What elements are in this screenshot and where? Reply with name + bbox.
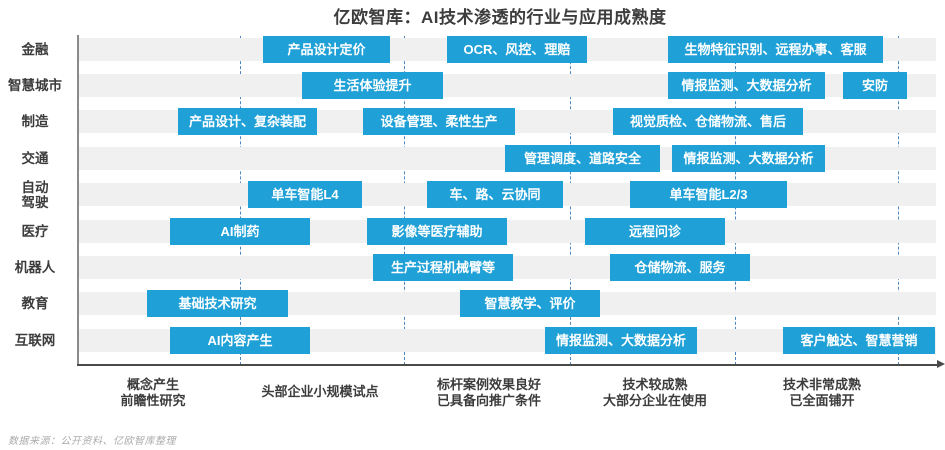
maturity-span-box: 影像等医疗辅助: [367, 217, 507, 245]
maturity-span-box: 车、路、云协同: [427, 181, 563, 209]
maturity-span-box: 设备管理、柔性生产: [363, 108, 515, 136]
x-axis-arrow-icon: [937, 359, 945, 368]
x-axis-stage-label: 概念产生 前瞻性研究: [120, 377, 186, 408]
row-label: 制造: [21, 114, 49, 130]
row-label: 自动 驾驶: [21, 179, 49, 210]
maturity-span-box: 管理调度、道路安全: [505, 144, 660, 172]
x-axis-stage-label: 头部企业小规模试点: [261, 384, 379, 399]
maturity-span-box: OCR、风控、理赔: [447, 35, 587, 63]
x-axis-stage-label: 技术非常成熟 已全面铺开: [782, 377, 861, 408]
row-label: 金融: [21, 41, 49, 57]
maturity-span-box: 生物特征识别、远程办事、客服: [668, 35, 883, 63]
maturity-span-box: 产品设计定价: [263, 35, 390, 63]
page-title: 亿欧智库：AI技术渗透的行业与应用成熟度: [333, 8, 667, 27]
data-source-note: 数据来源：公开资料、亿欧智库整理: [8, 436, 176, 447]
maturity-span-box: 情报监测、大数据分析: [545, 326, 697, 354]
row-label: 交通: [21, 150, 49, 166]
row-label: 智慧城市: [8, 77, 62, 93]
row-label: 机器人: [14, 259, 56, 275]
maturity-span-box: 视觉质检、仓储物流、售后: [613, 108, 803, 136]
x-axis-stage-label: 技术较成熟 大部分企业在使用: [602, 377, 707, 408]
maturity-span-box: 生活体验提升: [302, 71, 443, 99]
row-label: 互联网: [14, 332, 56, 348]
maturity-span-box: 远程问诊: [585, 217, 725, 245]
maturity-span-box: 仓储物流、服务: [610, 253, 750, 281]
maturity-span-box: 客户触达、智慧营销: [783, 326, 935, 354]
maturity-span-box: AI内容产生: [170, 326, 310, 354]
maturity-span-box: 产品设计、复杂装配: [178, 108, 317, 136]
maturity-span-box: 基础技术研究: [147, 290, 288, 318]
row-label: 医疗: [21, 223, 49, 239]
maturity-span-box: 情报监测、大数据分析: [672, 144, 825, 172]
maturity-span-box: AI制药: [170, 217, 310, 245]
maturity-span-box: 智慧教学、评价: [460, 290, 600, 318]
x-axis-line: [77, 364, 938, 366]
maturity-span-box: 安防: [843, 71, 907, 99]
row-label: 教育: [21, 296, 49, 312]
maturity-span-box: 单车智能L4: [248, 181, 362, 209]
maturity-span-box: 情报监测、大数据分析: [668, 71, 825, 99]
maturity-span-box: 生产过程机械臂等: [373, 253, 513, 281]
y-axis-line: [77, 35, 79, 365]
maturity-span-box: 单车智能L2/3: [630, 181, 787, 209]
x-axis-stage-label: 标杆案例效果良好 已具备向推广条件: [436, 377, 541, 408]
